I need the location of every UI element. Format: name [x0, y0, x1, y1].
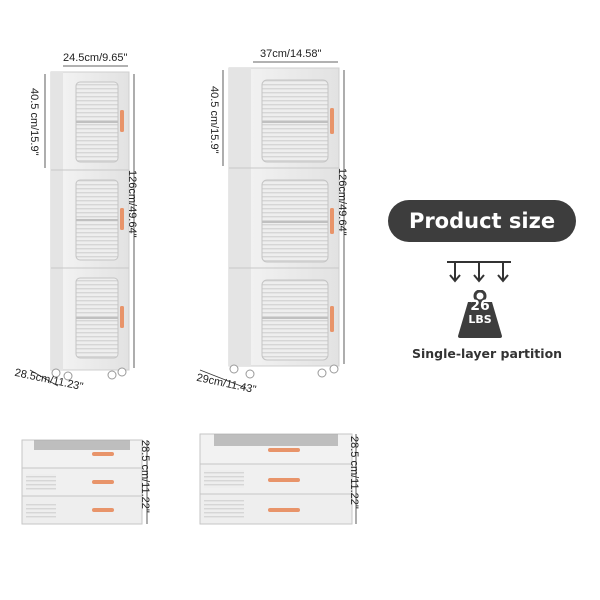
drawer-handle — [268, 478, 300, 482]
drawer-handle — [92, 480, 114, 484]
door-handle — [120, 208, 124, 230]
weight-unit: LBS — [468, 313, 492, 326]
tall-narrow-width-label: 24.5cm/9.65" — [63, 52, 128, 64]
stack-narrow-height-label: 28.5 cm/11.22" — [139, 440, 151, 513]
drawer-handle — [268, 448, 300, 452]
drawer-handle — [268, 508, 300, 512]
tall-narrow-cabinet — [29, 65, 135, 387]
product-size-badge: Product size — [388, 200, 576, 242]
partition-label: Single-layer partition — [411, 346, 563, 361]
door-handle — [330, 108, 334, 134]
door-handle — [120, 110, 124, 132]
tall-narrow-layer-height-label: 40.5 cm/15.9" — [28, 88, 40, 156]
door-handle — [330, 208, 334, 234]
tall-wide-cabinet — [199, 61, 345, 389]
stack-wide-height-label: 28.5 cm/11.22" — [348, 436, 360, 509]
weight-value: 26 — [470, 298, 490, 314]
door-handle — [120, 306, 124, 328]
tall-wide-total-height-label: 126cm/49.64" — [336, 168, 348, 236]
weight-icon — [458, 290, 502, 338]
stacked-boxes-narrow — [21, 439, 148, 525]
door-handle — [330, 306, 334, 332]
tall-wide-width-label: 37cm/14.58" — [260, 48, 322, 60]
tall-narrow-total-height-label: 126cm/49.64" — [126, 170, 138, 238]
drawer-handle — [92, 452, 114, 456]
down-arrows-icon — [447, 261, 511, 283]
drawer-handle — [92, 508, 114, 512]
weight-label: 26 LBS — [455, 299, 505, 327]
tall-wide-layer-height-label: 40.5 cm/15.9" — [208, 86, 220, 154]
stacked-boxes-wide — [199, 433, 357, 525]
